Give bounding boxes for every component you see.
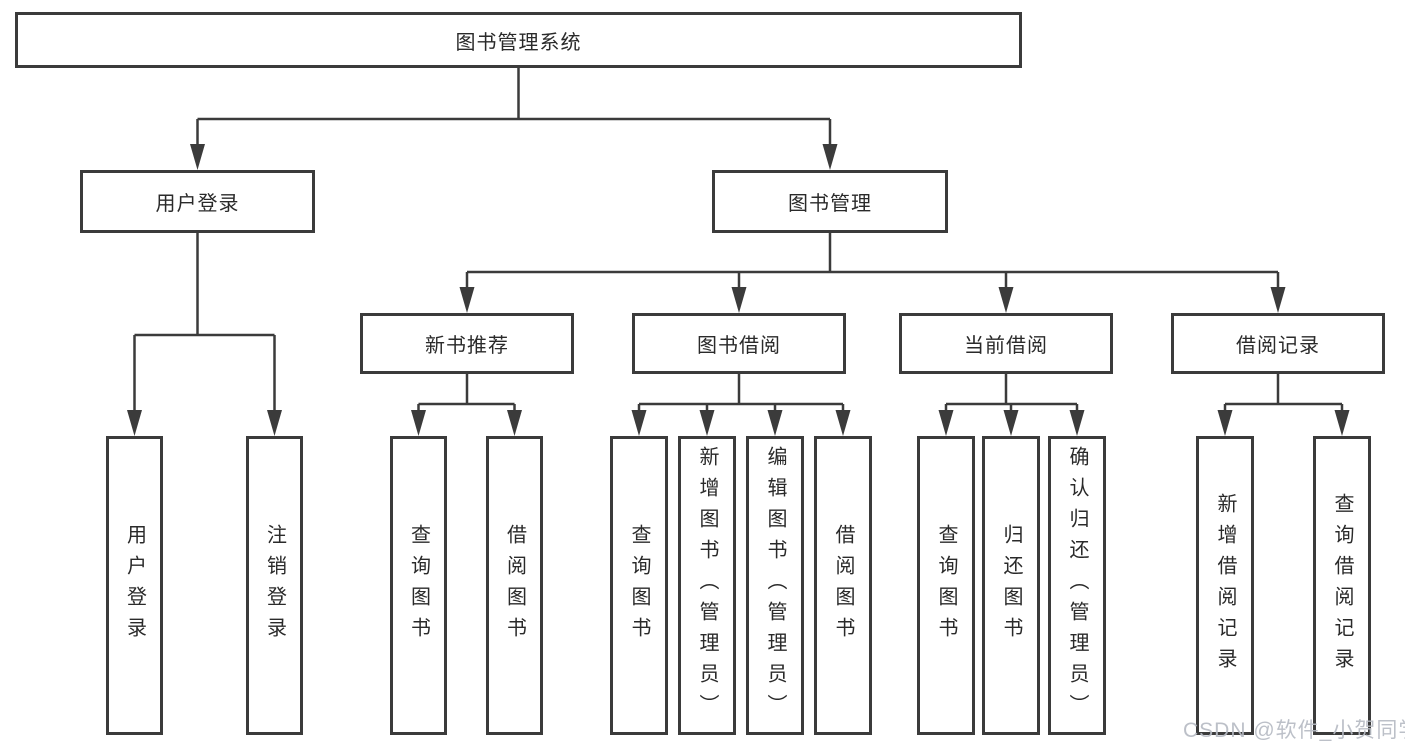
connector-borrow-records-split xyxy=(1223,374,1344,416)
leaf-label: 新增图书（管理员） xyxy=(696,446,718,725)
arrow-down-icon xyxy=(1217,410,1233,436)
leaf-label: 新增借阅记录 xyxy=(1214,492,1236,679)
node-borrow-records-label: 借阅记录 xyxy=(1236,335,1320,357)
leaf-confirm-return-admin: 确认归还（管理员） xyxy=(1048,436,1106,735)
leaf-label: 编辑图书（管理员） xyxy=(764,446,786,725)
node-root: 图书管理系统 xyxy=(15,12,1022,68)
node-root-label: 图书管理系统 xyxy=(455,31,582,54)
arrow-down-icon xyxy=(1069,410,1085,436)
leaf-label: 注销登录 xyxy=(263,523,286,648)
leaf-query-books-2: 查询图书 xyxy=(610,436,668,735)
node-user-login-label: 用户登录 xyxy=(155,193,240,215)
arrow-down-icon xyxy=(459,287,475,313)
leaf-label: 查询借阅记录 xyxy=(1331,492,1353,679)
connector-current-borrow-split xyxy=(944,374,1079,416)
arrow-down-icon xyxy=(507,410,522,436)
node-borrow-records: 借阅记录 xyxy=(1171,313,1385,374)
leaf-query-books-1: 查询图书 xyxy=(390,436,447,735)
arrow-down-icon xyxy=(1334,410,1350,436)
arrow-down-icon xyxy=(1270,287,1286,313)
connector-user-login-split xyxy=(133,233,276,416)
node-book-borrow-label: 图书借阅 xyxy=(697,335,781,357)
leaf-label: 查询图书 xyxy=(407,523,430,648)
arrow-down-icon xyxy=(767,410,783,436)
csdn-watermark: CSDN @软件_小贺同学 xyxy=(1183,719,1405,742)
arrow-down-icon xyxy=(731,287,747,313)
arrow-down-icon xyxy=(835,410,851,436)
node-new-book-rec-label: 新书推荐 xyxy=(425,335,509,357)
leaf-label: 归还图书 xyxy=(1000,523,1022,648)
node-current-borrow-label: 当前借阅 xyxy=(964,335,1048,357)
node-book-mgmt-label: 图书管理 xyxy=(788,193,872,215)
arrow-down-icon xyxy=(822,144,838,170)
leaf-label: 查询图书 xyxy=(935,523,957,648)
leaf-edit-book-admin: 编辑图书（管理员） xyxy=(746,436,804,735)
node-current-borrow: 当前借阅 xyxy=(899,313,1113,374)
arrow-down-icon xyxy=(411,410,426,436)
leaf-query-borrow-record: 查询借阅记录 xyxy=(1313,436,1371,735)
leaf-add-borrow-record: 新增借阅记录 xyxy=(1196,436,1254,735)
connector-root-split xyxy=(196,68,832,150)
node-new-book-rec: 新书推荐 xyxy=(360,313,574,374)
connector-book-mgmt-split xyxy=(465,233,1280,293)
arrow-down-icon xyxy=(998,287,1014,313)
node-book-mgmt: 图书管理 xyxy=(712,170,948,233)
node-book-borrow: 图书借阅 xyxy=(632,313,846,374)
node-user-login: 用户登录 xyxy=(80,170,315,233)
arrow-down-icon xyxy=(631,410,647,436)
arrow-down-icon xyxy=(938,410,954,436)
leaf-add-book-admin: 新增图书（管理员） xyxy=(678,436,736,735)
arrow-down-icon xyxy=(1003,410,1019,436)
leaf-label: 用户登录 xyxy=(123,523,146,648)
leaf-borrow-books-2: 借阅图书 xyxy=(814,436,872,735)
leaf-return-book: 归还图书 xyxy=(982,436,1040,735)
arrow-down-icon xyxy=(267,410,282,436)
leaf-query-books-3: 查询图书 xyxy=(917,436,975,735)
arrow-down-icon xyxy=(127,410,142,436)
leaf-label: 借阅图书 xyxy=(832,523,854,648)
arrowheads xyxy=(127,144,1350,436)
leaf-label: 确认归还（管理员） xyxy=(1066,446,1088,725)
leaf-borrow-books-1: 借阅图书 xyxy=(486,436,543,735)
leaf-user-login: 用户登录 xyxy=(106,436,163,735)
arrow-down-icon xyxy=(190,144,205,170)
connector-book-borrow-split xyxy=(637,374,845,416)
arrow-down-icon xyxy=(699,410,715,436)
leaf-logout: 注销登录 xyxy=(246,436,303,735)
leaf-label: 借阅图书 xyxy=(503,523,526,648)
connector-new-book-split xyxy=(417,374,516,416)
leaf-label: 查询图书 xyxy=(628,523,650,648)
